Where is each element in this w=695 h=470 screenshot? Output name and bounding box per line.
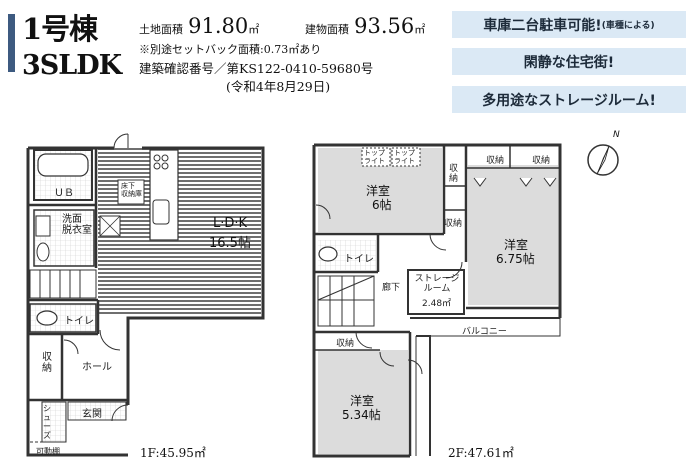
label-room-a-size: 6帖	[372, 198, 392, 212]
land-area-unit: ㎡	[248, 23, 260, 36]
floor2-total: 2F:47.61㎡	[448, 446, 514, 460]
label-room-c-size: 5.34帖	[342, 408, 381, 422]
building-area: 建物面積 93.56㎡	[305, 14, 425, 38]
layout-type: 3SLDK	[22, 50, 122, 81]
feature-parking-sub: (車種による)	[601, 21, 655, 31]
unit-name: 1号棟	[22, 12, 98, 46]
floor2-stairs	[317, 275, 375, 327]
label-floor1-toilet: トイレ	[64, 316, 94, 327]
label-closet-4: 収納	[444, 219, 463, 229]
label-room-b-size: 6.75帖	[496, 252, 535, 266]
storage-room	[407, 269, 465, 315]
label-ldk-size: 16.5帖	[209, 236, 251, 251]
label-storage-room-size: 2.48㎡	[422, 299, 452, 309]
kitchen-sink	[152, 199, 170, 225]
label-top-light-1: トップ ライト	[364, 149, 385, 165]
compass-label: N	[613, 130, 620, 140]
label-corridor: 廊下	[382, 283, 401, 293]
floor1-total: 1F:45.95㎡	[140, 446, 206, 460]
label-hall: ホール	[82, 362, 112, 373]
accent-bar	[8, 14, 15, 72]
kitchen-counter	[149, 149, 179, 241]
floor2-plan	[312, 143, 562, 458]
land-area-label: 土地面積	[139, 23, 183, 36]
feature-parking-text: 車庫二台駐車可能!	[483, 17, 602, 34]
label-top-light-2: トップ ライト	[394, 149, 415, 165]
feature-badge-storage: 多用途なストレージルーム!	[452, 86, 686, 113]
label-room-a: 洋室	[366, 184, 391, 198]
setback-note: ※別途セットバック面積:0.73㎡あり	[139, 43, 322, 56]
label-closet-2: 収納	[532, 156, 551, 166]
feature-badge-quiet: 閑静な住宅街!	[452, 48, 686, 75]
label-washroom: 洗面 脱衣室	[62, 214, 92, 236]
feature-storage-text: 多用途なストレージルーム!	[482, 92, 656, 109]
label-ub: ＵＢ	[54, 188, 74, 199]
room-b-floor	[468, 165, 558, 305]
label-closet-3: 収 納	[449, 164, 459, 184]
label-shoes: シューズ	[43, 404, 51, 440]
label-underfloor-storage: 床下 収納庫	[121, 182, 142, 198]
label-ldk: L·D·K	[213, 216, 248, 231]
building-area-label: 建物面積	[305, 23, 349, 36]
compass-icon	[587, 144, 619, 176]
bathtub	[37, 153, 89, 177]
permit-number: 建築確認番号／第KS122-0410-59680号	[139, 61, 374, 76]
label-room-b: 洋室	[504, 238, 529, 252]
entrance-area	[67, 401, 127, 421]
permit-date: (令和4年8月29日)	[226, 79, 331, 94]
label-entrance: 玄関	[82, 409, 102, 420]
land-area-value: 91.80	[188, 14, 249, 38]
label-floor2-toilet: トイレ	[344, 254, 374, 265]
floor1-stairs	[29, 269, 97, 299]
label-balcony: バルコニー	[462, 327, 507, 337]
room-c-floor	[318, 350, 408, 454]
underfloor-storage	[117, 179, 145, 205]
feature-quiet-text: 閑静な住宅街!	[523, 54, 615, 71]
label-storage-room: ストレージ ルーム	[414, 274, 460, 294]
feature-badge-parking: 車庫二台駐車可能!(車種による)	[452, 11, 686, 38]
land-area: 土地面積 91.80㎡	[139, 14, 259, 38]
washer	[36, 242, 50, 262]
building-area-value: 93.56	[354, 14, 415, 38]
label-closet-1: 収納	[486, 156, 505, 166]
label-floor1-storage: 収 納	[42, 352, 52, 374]
floor1-plan	[26, 133, 265, 457]
building-area-unit: ㎡	[414, 23, 426, 36]
label-room-c: 洋室	[350, 394, 375, 408]
ldk-floor	[98, 148, 261, 316]
label-movable-shelf: 可動棚	[36, 447, 60, 456]
shoe-closet	[41, 401, 67, 443]
label-closet-5: 収納	[336, 339, 355, 349]
